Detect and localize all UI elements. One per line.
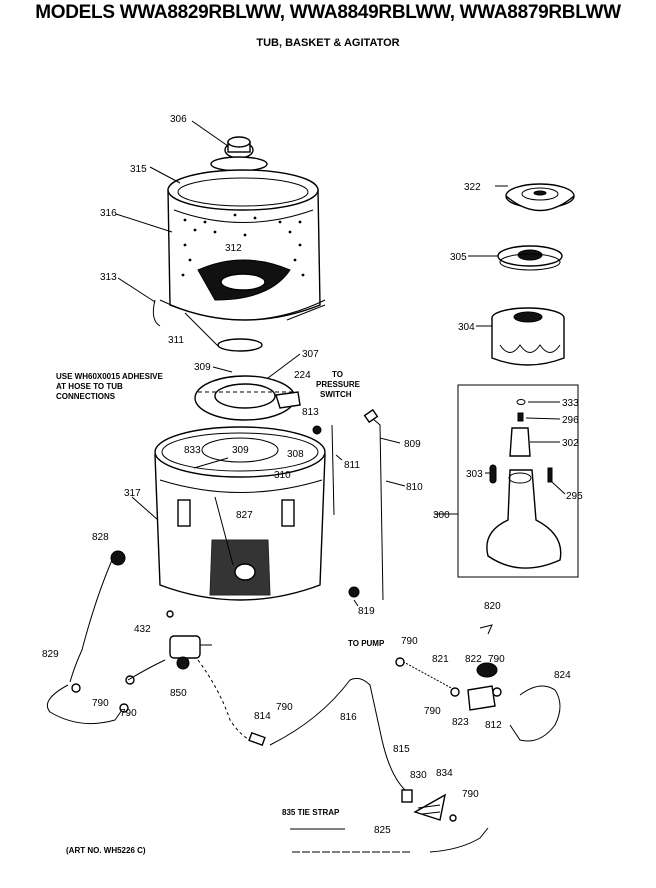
label-303: 303 [466,469,483,480]
note-to-pump: TO PUMP [348,639,385,648]
label-813: 813 [302,407,319,418]
label-833: 833 [184,445,201,456]
page-subtitle: TUB, BASKET & AGITATOR [256,37,400,49]
label-302: 302 [562,438,579,449]
page-title: MODELS WWA8829RBLWW, WWA8849RBLWW, WWA88… [35,2,621,23]
note-adhesive-line1: USE WH60X0015 ADHESIVE [56,372,164,381]
agitator-300 [486,399,562,569]
label-819: 819 [358,606,375,617]
label-810: 810 [406,482,423,493]
label-333: 333 [562,398,579,409]
clip-820 [479,624,493,635]
note-pressure-line2: PRESSURE [316,380,361,389]
label-811: 811 [344,460,360,471]
label-322: 322 [464,182,481,193]
label-820: 820 [484,601,501,612]
part-labels: 306 315 316 312 313 311 309 307 224 813 … [42,114,583,836]
label-828: 828 [92,532,109,543]
label-306: 306 [170,114,187,125]
label-309b: 309 [232,445,249,456]
valve-822 [476,662,498,678]
label-296: 296 [562,415,579,426]
hose-829 [46,684,123,725]
label-790f: 790 [424,706,441,717]
label-829: 829 [42,649,59,660]
nut-813 [312,425,322,435]
note-tie-strap: 835 TIE STRAP [282,808,340,817]
bracket-224 [275,391,301,409]
plug-819 [348,586,360,598]
disk-305 [497,245,563,271]
note-art-no: (ART NO. WH5226 C) [66,846,146,855]
label-822: 822 [465,654,482,665]
screw-432 [166,610,174,618]
label-316: 316 [100,208,117,219]
label-307: 307 [302,349,319,360]
label-812: 812 [485,720,502,731]
label-809: 809 [404,439,421,450]
label-830: 830 [410,770,427,781]
note-adhesive-line3: CONNECTIONS [56,392,116,401]
label-310: 310 [274,470,291,481]
rod-811 [331,424,335,516]
note-adhesive-line2: AT HOSE TO TUB [56,382,123,391]
label-821: 821 [432,654,449,665]
label-790b: 790 [120,708,137,719]
label-823: 823 [452,717,469,728]
label-224: 224 [294,370,311,381]
label-790a: 790 [92,698,109,709]
hose-828 [69,559,113,683]
label-790d: 790 [401,636,418,647]
label-304: 304 [458,322,475,333]
label-814: 814 [254,711,271,722]
cap-322 [505,183,575,212]
ring-311 [217,338,263,352]
label-827: 827 [236,510,253,521]
notes: USE WH60X0015 ADHESIVE AT HOSE TO TUB CO… [56,370,385,855]
label-309a: 309 [194,362,211,373]
outer-tub-317 [154,426,326,601]
label-313: 313 [100,272,117,283]
label-825: 825 [374,825,391,836]
connector-823 [467,685,496,711]
auger-304 [491,307,565,366]
label-317: 317 [124,488,141,499]
label-305: 305 [450,252,467,263]
label-300: 300 [433,510,450,521]
leader-lines [115,120,566,607]
label-824: 824 [554,670,571,681]
label-850: 850 [170,688,187,699]
pump-850 [169,635,212,670]
label-295: 295 [566,491,583,502]
basket-assembly [152,169,326,327]
note-pressure-line3: SWITCH [320,390,352,399]
agitator-box-300 [457,384,579,578]
label-311: 311 [168,335,184,346]
hub-307 [194,375,296,421]
hose-815 [269,677,406,791]
label-815: 815 [393,744,410,755]
hose-824 [509,685,561,742]
label-790e: 790 [488,654,505,665]
label-432: 432 [134,624,151,635]
agitator-cap-306 [210,136,268,172]
label-308: 308 [287,449,304,460]
label-834: 834 [436,768,453,779]
label-315: 315 [130,164,147,175]
label-816: 816 [340,712,357,723]
label-790g: 790 [462,789,479,800]
label-312: 312 [225,243,242,254]
tube-810 [371,417,384,601]
note-pressure-line1: TO [332,370,343,379]
label-790c: 790 [276,702,293,713]
